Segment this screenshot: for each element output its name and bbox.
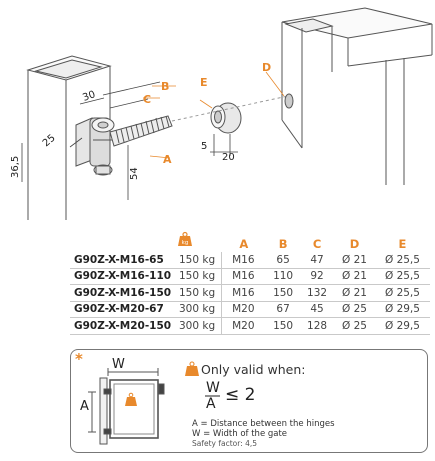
- cell-a: M16: [221, 268, 267, 285]
- cell-weight: 150 kg: [173, 284, 223, 302]
- hinge-body: [75, 117, 115, 176]
- definition-a: A = Distance between the hinges: [192, 419, 335, 429]
- cell-e: Ø 25,5: [374, 268, 430, 285]
- cell-e: Ø 25,5: [374, 252, 430, 269]
- header-e: E: [398, 237, 407, 251]
- cell-b: 67: [266, 301, 301, 318]
- label-36-5: 36,5: [10, 156, 21, 178]
- table-header-row: A B C D E: [70, 236, 430, 252]
- right-post: [281, 7, 433, 185]
- cell-model: G90Z-X-M16-150: [70, 284, 174, 302]
- cell-b: 150: [266, 284, 301, 302]
- cell-b: 150: [266, 317, 301, 335]
- cell-c: 132: [300, 284, 335, 302]
- table-row: G90Z-X-M20-67 300 kg M20 67 45 Ø 25 Ø 29…: [70, 301, 430, 318]
- cell-model: G90Z-X-M16-65: [70, 252, 174, 269]
- left-post: [26, 55, 112, 220]
- svg-text:kg: kg: [182, 240, 189, 246]
- cell-c: 47: [300, 252, 335, 269]
- cell-a: M16: [221, 284, 267, 302]
- label-e: E: [200, 76, 208, 89]
- formula-relation: ≤ 2: [225, 385, 256, 405]
- cell-model: G90Z-X-M16-110: [70, 268, 174, 285]
- header-a: A: [239, 237, 249, 251]
- cell-d: Ø 21: [334, 252, 375, 269]
- label-d: D: [262, 61, 271, 74]
- table-row: G90Z-X-M20-150 300 kg M20 150 128 Ø 25 Ø…: [70, 317, 430, 335]
- nut: [210, 102, 242, 134]
- cell-c: 128: [300, 317, 335, 335]
- header-d: D: [349, 237, 360, 251]
- gate-width-label: W: [112, 357, 125, 372]
- formula-denominator: A: [206, 396, 216, 412]
- cell-weight: 300 kg: [173, 301, 223, 318]
- cell-a: M20: [221, 317, 267, 335]
- cell-d: Ø 25: [334, 301, 375, 318]
- header-b: B: [278, 237, 288, 251]
- cell-b: 65: [266, 252, 301, 269]
- label-30: 30: [81, 89, 97, 104]
- cell-weight: 300 kg: [173, 317, 223, 335]
- cell-c: 92: [300, 268, 335, 285]
- cell-d: Ø 21: [334, 268, 375, 285]
- hinge-technical-drawing: B C A E D 30 25 36,5 54 5 20: [10, 7, 433, 220]
- validity-note-box: [70, 349, 428, 453]
- weight-icon: kg: [178, 231, 192, 246]
- header-weight: [173, 236, 222, 252]
- table-row: G90Z-X-M16-65 150 kg M16 65 47 Ø 21 Ø 25…: [70, 252, 430, 269]
- label-25: 25: [41, 133, 58, 150]
- cell-model: G90Z-X-M20-67: [70, 301, 174, 318]
- cell-b: 110: [266, 268, 301, 285]
- formula-numerator: W: [206, 380, 220, 396]
- header-c: C: [312, 237, 322, 251]
- cell-weight: 150 kg: [173, 268, 223, 285]
- gate-hinge-distance-label: A: [80, 399, 89, 414]
- table-row: G90Z-X-M16-150 150 kg M16 150 132 Ø 21 Ø…: [70, 284, 430, 302]
- header-model: [70, 236, 173, 252]
- cell-a: M16: [221, 252, 267, 269]
- cell-e: Ø 29,5: [374, 301, 430, 318]
- cell-a: M20: [221, 301, 267, 318]
- label-20: 20: [222, 152, 235, 163]
- label-b: B: [161, 80, 169, 93]
- label-a: A: [163, 153, 172, 166]
- label-c: C: [143, 93, 151, 106]
- cell-c: 45: [300, 301, 335, 318]
- cell-d: Ø 25: [334, 317, 375, 335]
- cell-e: Ø 29,5: [374, 317, 430, 335]
- note-asterisk: *: [75, 350, 83, 368]
- definition-w: W = Width of the gate: [192, 429, 288, 439]
- table-row: G90Z-X-M16-110 150 kg M16 110 92 Ø 21 Ø …: [70, 268, 430, 285]
- label-5: 5: [201, 141, 207, 152]
- safety-factor: Safety factor: 4,5: [192, 439, 258, 448]
- dimension-lines: [21, 71, 285, 200]
- spec-table: A B C D E G90Z-X-M16-65 150 kg M16 65 47…: [70, 236, 430, 335]
- cell-weight: 150 kg: [173, 252, 223, 269]
- label-54: 54: [129, 167, 140, 180]
- cell-d: Ø 21: [334, 284, 375, 302]
- cell-e: Ø 25,5: [374, 284, 430, 302]
- threaded-bolt: [109, 115, 173, 147]
- cell-model: G90Z-X-M20-150: [70, 317, 174, 335]
- only-valid-when-text: Only valid when:: [201, 362, 306, 377]
